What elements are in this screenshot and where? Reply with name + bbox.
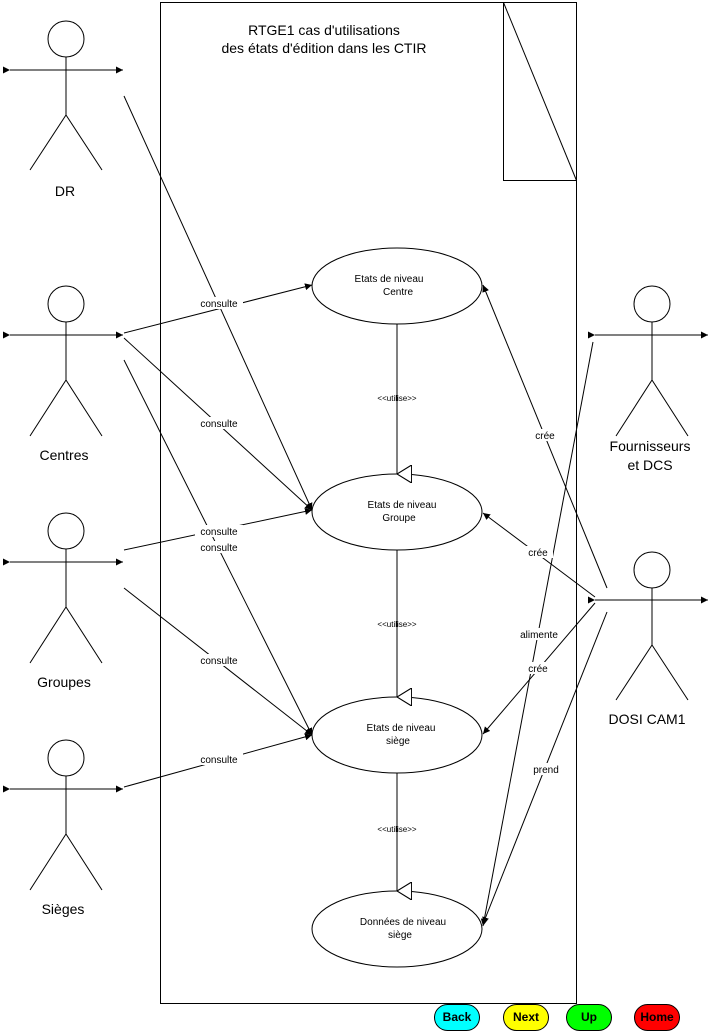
use-case-etats-centre — [311, 247, 483, 325]
label-cree-centre: crée — [535, 431, 555, 442]
diagram-title-line2: des états d'édition dans les CTIR — [221, 40, 426, 56]
actor-dosi-cam1-label: DOSI CAM1 — [608, 711, 685, 727]
label-prend: prend — [533, 765, 559, 776]
association-labels: consulte consulte consulte consulte cons… — [195, 297, 565, 776]
actor-groupes — [3, 512, 123, 664]
actor-dr — [3, 20, 123, 171]
use-case-etats-siege-line2: siège — [386, 736, 410, 747]
utilise-label-1: <<utilise>> — [377, 394, 416, 403]
label-cree-siege: crée — [528, 664, 548, 675]
actor-sieges — [3, 739, 123, 891]
actor-fournisseurs-label-line1: Fournisseurs — [610, 438, 691, 454]
actor-centres — [3, 285, 123, 437]
home-button[interactable]: Home — [634, 1004, 680, 1031]
utilise-label-2: <<utilise>> — [377, 620, 416, 629]
use-case-etats-siege-line1: Etats de niveau — [367, 723, 436, 734]
label-consulte-centres-centre: consulte — [200, 299, 238, 310]
actor-groupes-label: Groupes — [37, 674, 91, 690]
label-consulte-sieges-siege: consulte — [200, 755, 238, 766]
use-case-etats-centre-line2: Centre — [383, 287, 413, 298]
use-case-donnees-siege-line2: siège — [388, 930, 412, 941]
actor-fournisseurs-label-line2: et DCS — [627, 457, 672, 473]
use-case-etats-siege — [311, 696, 483, 774]
use-case-donnees-siege-line1: Données de niveau — [360, 917, 446, 928]
actor-centres-label: Centres — [39, 447, 88, 463]
label-cree-groupe: crée — [528, 548, 548, 559]
next-button[interactable]: Next — [503, 1004, 549, 1031]
utilise-label-3: <<utilise>> — [377, 825, 416, 834]
use-case-etats-centre-line1: Etats de niveau — [355, 274, 424, 285]
actor-dosi-cam1 — [588, 551, 708, 701]
use-case-donnees-siege — [311, 890, 483, 968]
use-case-etats-groupe-line1: Etats de niveau — [368, 500, 437, 511]
up-button[interactable]: Up — [566, 1004, 612, 1031]
back-button[interactable]: Back — [434, 1004, 480, 1031]
system-boundary — [160, 2, 577, 1004]
use-case-etats-groupe-line2: Groupe — [382, 513, 416, 524]
use-case-etats-groupe — [311, 473, 483, 551]
actor-sieges-label: Sièges — [42, 901, 85, 917]
label-alimente: alimente — [520, 630, 558, 641]
actor-fournisseurs — [588, 285, 708, 437]
label-consulte-groupes-siege: consulte — [200, 656, 238, 667]
label-consulte-centres-siege: consulte — [200, 543, 238, 554]
label-consulte-groupes-groupe: consulte — [200, 527, 238, 538]
label-consulte-centres-groupe: consulte — [200, 419, 238, 430]
diagram-title-line1: RTGE1 cas d'utilisations — [248, 22, 400, 38]
actor-dr-label: DR — [55, 183, 75, 199]
